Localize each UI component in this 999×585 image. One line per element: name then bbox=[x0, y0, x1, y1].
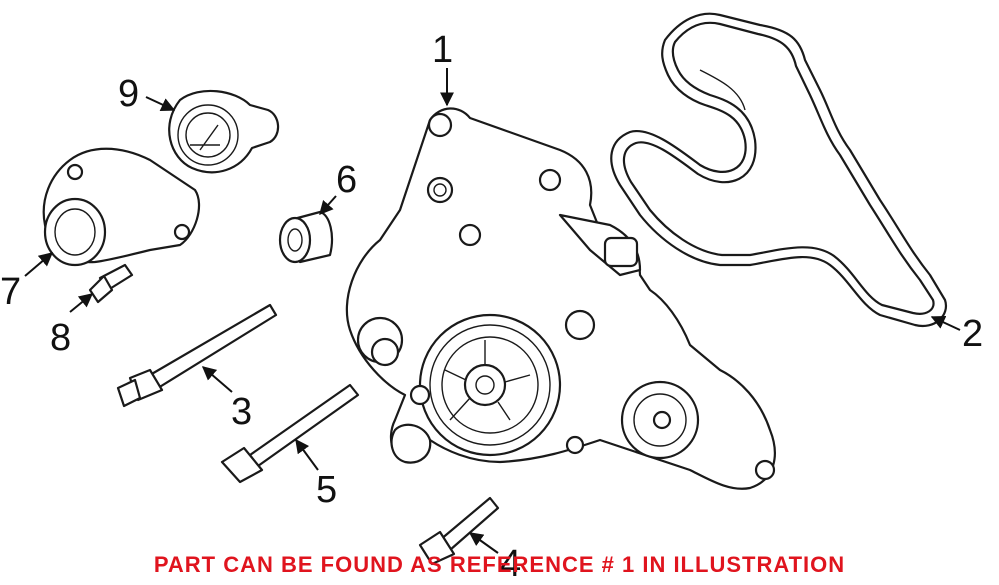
bolt-part-4 bbox=[418, 496, 500, 566]
callout-4: 4 bbox=[468, 532, 521, 585]
gasket-part-2 bbox=[610, 12, 948, 328]
bolt-part-5 bbox=[220, 383, 360, 484]
svg-text:3: 3 bbox=[231, 391, 252, 433]
svg-text:6: 6 bbox=[336, 159, 357, 201]
bolt-part-8 bbox=[88, 263, 134, 304]
thermostat-housing-part-7 bbox=[42, 147, 200, 267]
svg-text:4: 4 bbox=[500, 543, 521, 585]
svg-text:1: 1 bbox=[432, 29, 453, 71]
callout-5: 5 bbox=[295, 438, 337, 511]
callout-3: 3 bbox=[201, 366, 252, 433]
callout-6: 6 bbox=[319, 159, 357, 216]
callout-8: 8 bbox=[50, 293, 94, 359]
reference-note: PART CAN BE FOUND AS REFERENCE # 1 IN IL… bbox=[153, 552, 846, 577]
callout-7: 7 bbox=[0, 252, 54, 313]
water-pump-part-1 bbox=[345, 107, 776, 490]
svg-text:5: 5 bbox=[316, 469, 337, 511]
thermostat-part-9 bbox=[168, 89, 280, 174]
svg-text:9: 9 bbox=[118, 73, 139, 115]
spacer-part-6 bbox=[278, 210, 334, 264]
svg-text:7: 7 bbox=[0, 271, 21, 313]
callout-9: 9 bbox=[118, 73, 176, 115]
svg-text:2: 2 bbox=[962, 313, 983, 355]
callout-2: 2 bbox=[930, 313, 983, 355]
callout-1: 1 bbox=[432, 29, 454, 107]
svg-text:8: 8 bbox=[50, 317, 71, 359]
stud-part-3 bbox=[116, 303, 278, 408]
